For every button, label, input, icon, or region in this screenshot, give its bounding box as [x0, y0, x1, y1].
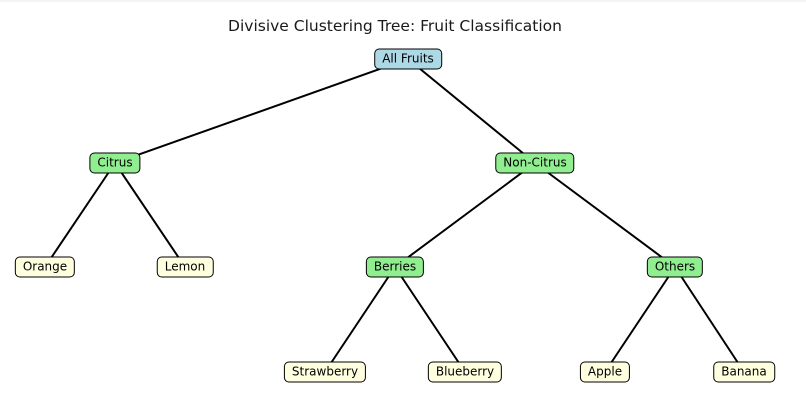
- edge-non-citrus-others: [534, 162, 676, 268]
- edge-berries-strawberry: [324, 266, 396, 373]
- edge-berries-blueberry: [394, 266, 466, 373]
- edge-others-apple: [604, 266, 676, 373]
- node-others: Others: [646, 256, 704, 278]
- node-apple: Apple: [579, 361, 631, 383]
- edge-others-banana: [674, 266, 745, 373]
- node-berries: Berries: [365, 256, 425, 278]
- edge-non-citrus-berries: [394, 162, 536, 268]
- node-non-citrus: Non-Citrus: [495, 152, 575, 174]
- top-divider: [0, 0, 806, 2]
- node-banana: Banana: [713, 361, 775, 383]
- diagram-title: Divisive Clustering Tree: Fruit Classifi…: [228, 17, 562, 35]
- node-orange: Orange: [14, 256, 76, 278]
- node-blueberry: Blueberry: [427, 361, 503, 383]
- node-citrus: Citrus: [89, 152, 141, 174]
- edge-citrus-orange: [44, 162, 116, 268]
- node-all-fruits: All Fruits: [374, 48, 442, 70]
- edge-all-fruits-citrus: [114, 58, 409, 164]
- node-lemon: Lemon: [156, 256, 214, 278]
- edge-all-fruits-non-citrus: [407, 58, 536, 164]
- node-strawberry: Strawberry: [283, 361, 367, 383]
- edge-citrus-lemon: [114, 162, 186, 268]
